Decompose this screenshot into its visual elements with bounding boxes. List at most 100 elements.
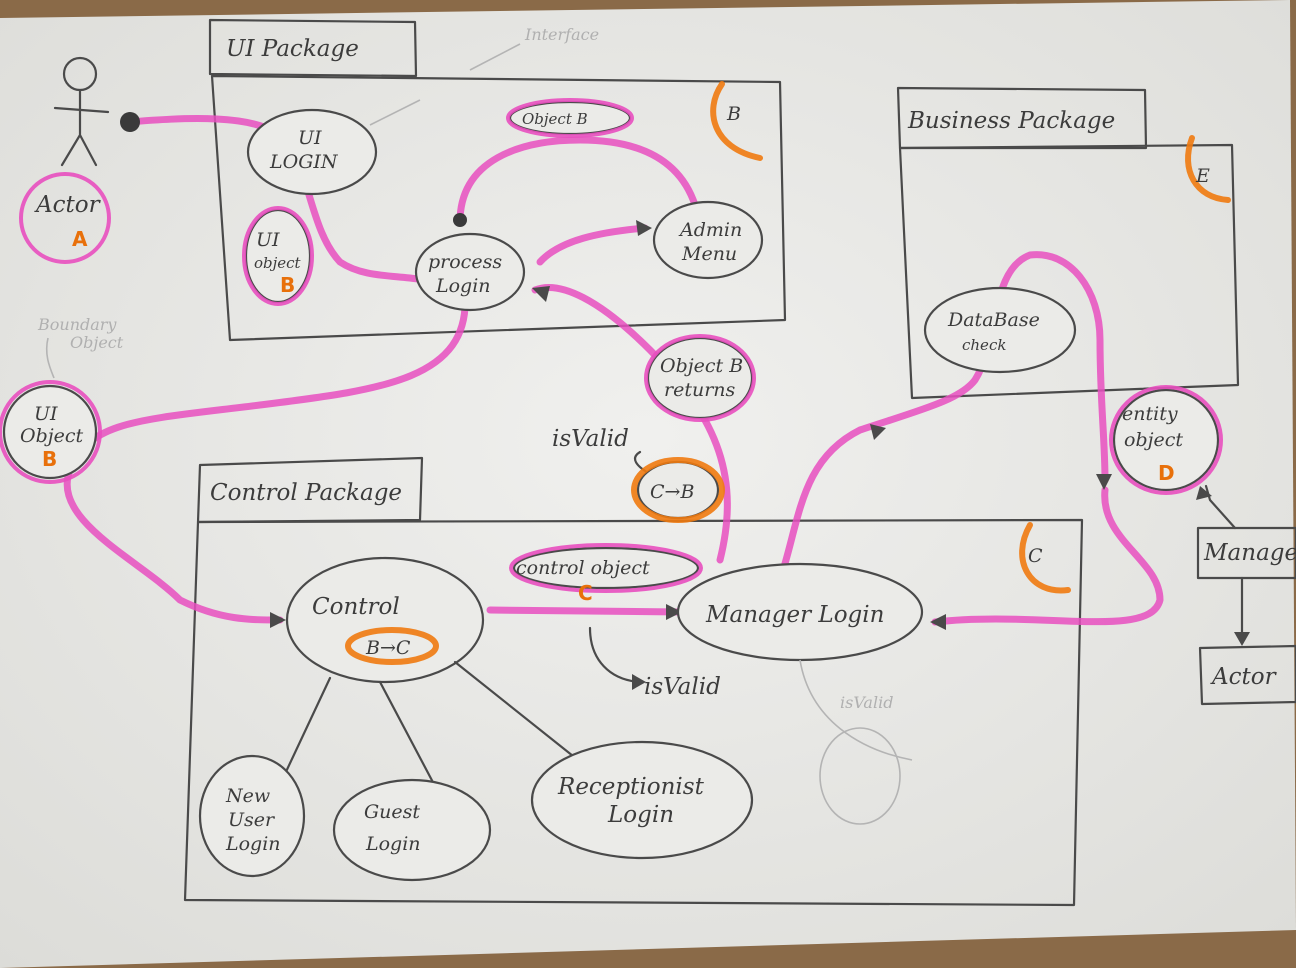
business-package-tag-mark [1185, 135, 1231, 203]
new-user-login-line-3: Login [225, 833, 281, 855]
arrow-toward-database [870, 424, 886, 440]
control-to-guest-line [378, 680, 438, 790]
arrow-into-manager-login-right [930, 614, 946, 630]
ui-package-title: UI Package [226, 36, 359, 62]
ui-package-tag-mark [710, 81, 763, 161]
object-b-returns-line-2: returns [664, 379, 736, 401]
arrow-into-control [270, 612, 286, 628]
ui-object-inner-line-2: object [254, 254, 302, 272]
control-package-tab [196, 456, 424, 524]
interface-note-line [469, 43, 521, 71]
business-package-body [898, 143, 1240, 400]
process-login-dot [453, 213, 467, 227]
actor-connector-dot [120, 112, 140, 132]
control-label: Control [312, 594, 400, 620]
admin-menu-line-1: Admin [678, 219, 742, 241]
manager-to-entity-line [1204, 484, 1237, 530]
isvalid-bottom-label: isValid [644, 674, 721, 700]
node-control: Control B→C [285, 556, 485, 684]
actor-box-label: Actor [1210, 664, 1278, 690]
receptionist-login-line-1: Receptionist [557, 774, 705, 800]
business-package-tab [896, 86, 1148, 150]
actor-highlight [19, 172, 111, 264]
control-sub-label: B→C [365, 637, 411, 659]
admin-menu-line-2: Menu [681, 243, 737, 265]
arrow-into-admin-menu [636, 220, 652, 236]
actor-tag: A [72, 227, 88, 251]
node-entity-object: entity object D [1109, 385, 1223, 495]
ui-package-tab [208, 18, 418, 78]
ui-object-outer-line-1: UI [34, 403, 58, 425]
node-ui-object-inner: UI object B [242, 206, 314, 306]
isvalid-bottom-arrow [632, 674, 646, 690]
faint-isvalid-line [799, 659, 913, 761]
control-package-tag-mark [1019, 522, 1071, 594]
isvalid-top-label: isValid [552, 426, 629, 452]
boundary-note-line-1: Boundary [37, 315, 117, 334]
faint-erased-node [819, 727, 901, 825]
actor-body [53, 88, 110, 167]
ui-package-body [210, 74, 787, 342]
control-package: Control Package C [183, 456, 1084, 907]
flow-control-to-manager [486, 606, 684, 616]
database-check-line-2: check [962, 336, 1006, 354]
manager-to-actor-arrow [1234, 632, 1250, 646]
ui-login-line-1: UI [298, 127, 322, 149]
boundary-note-line-2: Object [70, 333, 124, 352]
ui-package-tag: B [726, 103, 741, 125]
receptionist-login-line-2: Login [607, 802, 674, 828]
boundary-note-line [45, 337, 55, 379]
manager-box-label: Manager [1203, 540, 1296, 566]
interface-note: Interface [524, 25, 599, 44]
node-object-b: Object B [506, 98, 634, 138]
actor-stick-figure: Actor A [19, 56, 140, 264]
entity-object-line-2: object [1124, 429, 1183, 451]
entity-object-line-1: entity [1122, 403, 1178, 425]
manager-box: Manager [1196, 526, 1296, 580]
node-receptionist-login: Receptionist Login [530, 740, 754, 860]
node-process-login: process Login [414, 213, 526, 312]
arrow-into-manager-login [666, 604, 682, 620]
ui-package: UI Package B [208, 18, 787, 342]
entity-object-tag: D [1158, 461, 1175, 485]
isvalid-bottom-pointer [588, 626, 642, 684]
isvalid-faint-label: isValid [840, 693, 893, 712]
flow-process-to-admin [536, 224, 649, 266]
node-object-b-returns: Object B returns [644, 334, 756, 422]
control-to-new-user-line [282, 676, 332, 778]
ui-login-note-line [369, 99, 421, 126]
arrow-into-entity-object [1096, 474, 1112, 490]
process-login-line-2: Login [435, 275, 491, 297]
guest-login-line-1: Guest [364, 801, 420, 823]
node-new-user-login: New User Login [198, 754, 306, 878]
c-to-b-label: C→B [650, 481, 694, 503]
business-package-title: Business Package [907, 108, 1115, 134]
guest-login-line-2: Login [365, 833, 421, 855]
node-admin-menu: Admin Menu [652, 200, 764, 280]
database-check-line-1: DataBase [947, 309, 1040, 331]
actor-box: Actor [1198, 644, 1296, 706]
ui-object-outer-tag: B [42, 447, 57, 471]
node-ui-login: UI LOGIN [246, 108, 378, 196]
flow-arrowheads [270, 220, 1112, 630]
manager-login-label: Manager Login [705, 602, 884, 628]
ui-object-outer-line-2: Object [20, 425, 84, 447]
actor-label: Actor [34, 192, 102, 218]
new-user-login-line-1: New [225, 785, 270, 807]
control-package-tag: C [1028, 545, 1043, 567]
flow-entity-to-manager [931, 486, 1164, 626]
control-package-body [183, 518, 1084, 907]
object-b-label: Object B [522, 110, 588, 128]
control-object-label: control object [516, 557, 650, 579]
business-package-tag: E [1195, 165, 1210, 187]
business-package: Business Package E [896, 86, 1240, 400]
node-database-check: DataBase check [923, 286, 1077, 374]
node-c-to-b: C→B [631, 457, 725, 523]
flow-object-b-loop [456, 136, 699, 226]
control-to-receptionist-line [453, 660, 580, 762]
node-control-object: control object C [509, 543, 703, 605]
object-b-returns-line-1: Object B [660, 355, 743, 377]
control-package-title: Control Package [210, 480, 402, 506]
